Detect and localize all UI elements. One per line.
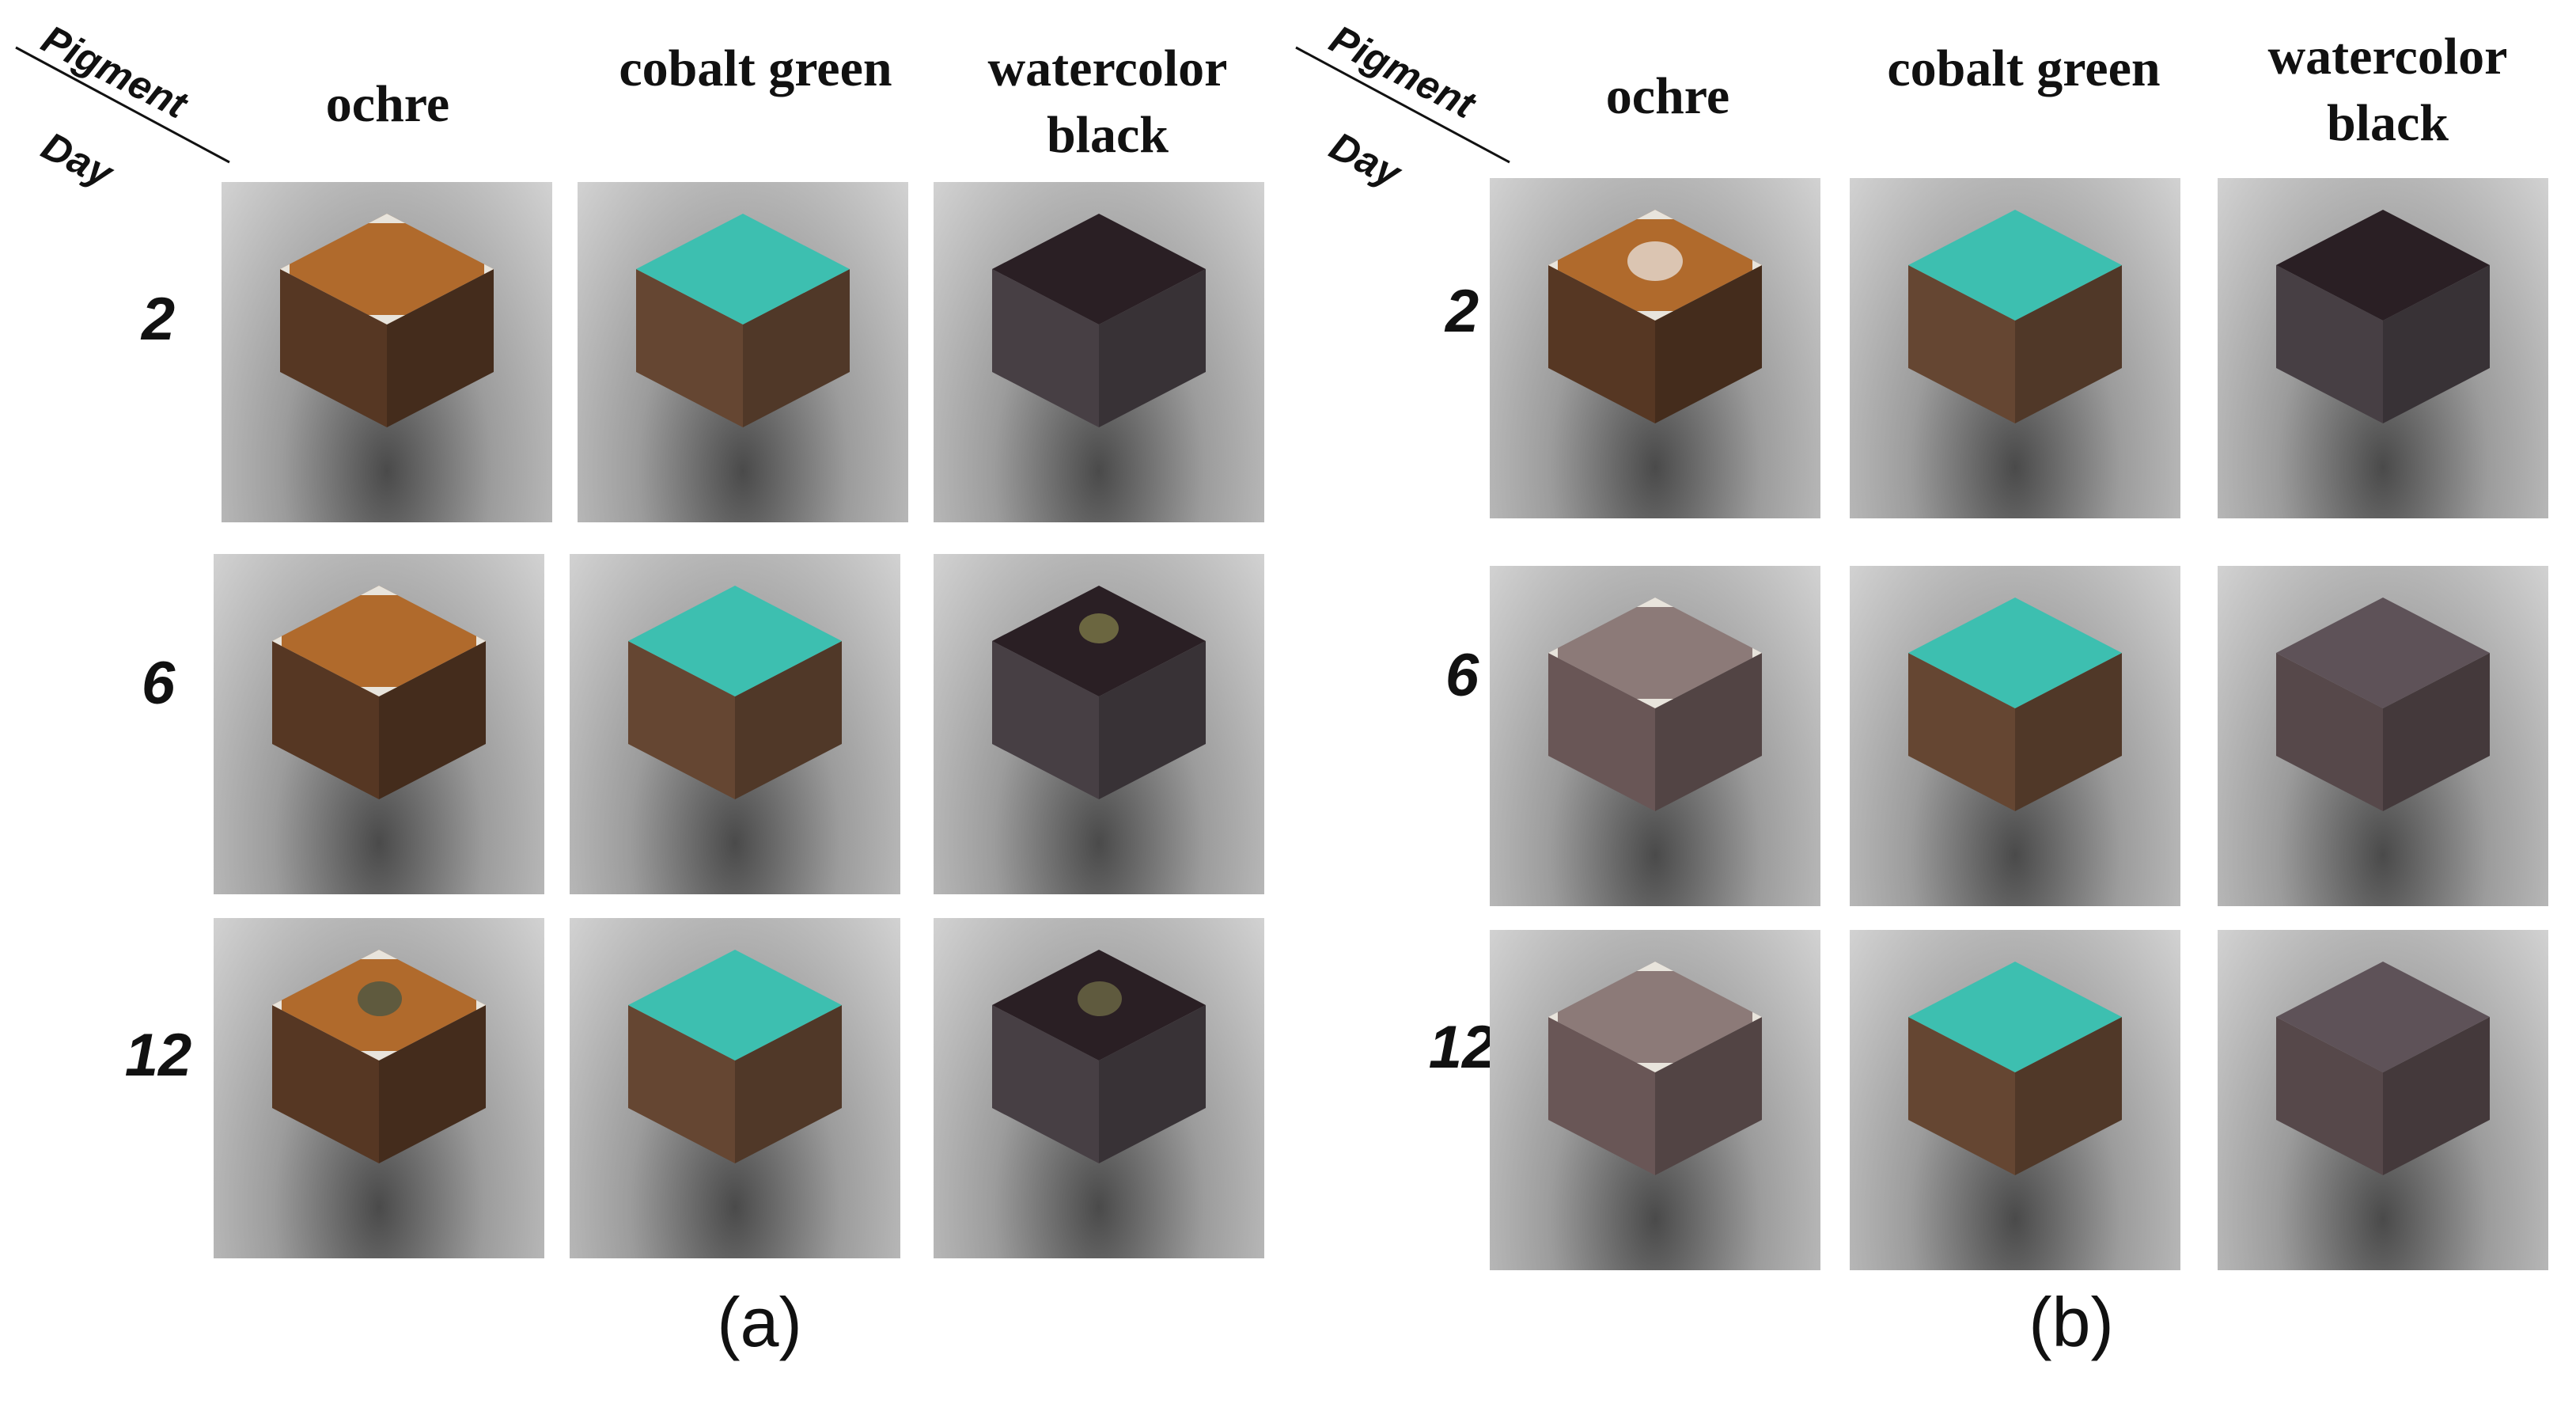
sample-ochre-day-2 — [222, 182, 552, 522]
wood-cube — [272, 950, 486, 1163]
column-header-ochre: ochre — [325, 75, 450, 133]
sample-cobalt-day-12 — [1850, 930, 2180, 1270]
corner-diagonal-line — [15, 46, 230, 164]
sample-black-day-6 — [934, 554, 1264, 894]
corner-diagonal-line — [1295, 46, 1510, 164]
corner-header: Pigment Day — [1288, 0, 1549, 195]
sample-ochre-day-12 — [214, 918, 544, 1258]
sample-black-day-6 — [2218, 566, 2548, 906]
sample-cobalt-day-2 — [578, 182, 908, 522]
column-header-watercolor-black: watercolor black — [987, 40, 1228, 164]
mold-spot — [1078, 981, 1122, 1016]
sample-ochre-day-6 — [1490, 566, 1820, 906]
sample-ochre-day-6 — [214, 554, 544, 894]
wood-cube — [628, 586, 842, 799]
wood-cube — [992, 950, 1206, 1163]
mold-spot — [1627, 241, 1683, 281]
wood-cube — [2276, 210, 2490, 423]
sample-cobalt-day-12 — [570, 918, 900, 1258]
wood-cube — [2276, 962, 2490, 1175]
wood-cube — [992, 586, 1206, 799]
wood-cube — [636, 214, 850, 427]
row-header-day-6: 6 — [1445, 642, 1479, 709]
row-header-day-6: 6 — [141, 650, 176, 717]
sample-cobalt-day-6 — [570, 554, 900, 894]
wood-cube — [992, 214, 1206, 427]
column-header-cobalt-green: cobalt green — [619, 40, 892, 97]
wood-cube — [1548, 598, 1762, 811]
sample-cobalt-day-6 — [1850, 566, 2180, 906]
wood-cube — [1908, 962, 2122, 1175]
panel-a: Pigment Day ochre cobalt green watercolo… — [0, 0, 1264, 1361]
row-header-day-2: 2 — [141, 286, 176, 353]
panel-label-b: (b) — [2029, 1283, 2114, 1361]
wood-cube — [1548, 962, 1762, 1175]
row-header-day-12: 12 — [124, 1022, 192, 1089]
wood-cube — [1908, 598, 2122, 811]
sample-black-day-12 — [934, 918, 1264, 1258]
column-header-watercolor-black: watercolor black — [2267, 28, 2508, 152]
wood-cube — [1908, 210, 2122, 423]
sample-black-day-12 — [2218, 930, 2548, 1270]
wood-cube — [628, 950, 842, 1163]
panel-b: Pigment Day ochre cobalt green watercolo… — [1288, 0, 2576, 1419]
sample-ochre-day-12 — [1490, 930, 1820, 1270]
column-header-ochre: ochre — [1605, 67, 1730, 125]
wood-cube — [1548, 210, 1762, 423]
wood-cube — [272, 586, 486, 799]
wood-cube — [2276, 598, 2490, 811]
mold-spot — [1079, 613, 1119, 643]
wood-cube — [280, 214, 494, 427]
sample-ochre-day-2 — [1490, 178, 1820, 518]
row-header-day-12: 12 — [1428, 1014, 1496, 1081]
row-header-day-2: 2 — [1445, 278, 1479, 345]
sample-cobalt-day-2 — [1850, 178, 2180, 518]
panel-label-a: (a) — [717, 1283, 802, 1361]
sample-black-day-2 — [2218, 178, 2548, 518]
mold-spot — [358, 981, 402, 1016]
corner-header: Pigment Day — [0, 0, 261, 195]
column-header-cobalt-green: cobalt green — [1887, 40, 2161, 97]
sample-black-day-2 — [934, 182, 1264, 522]
